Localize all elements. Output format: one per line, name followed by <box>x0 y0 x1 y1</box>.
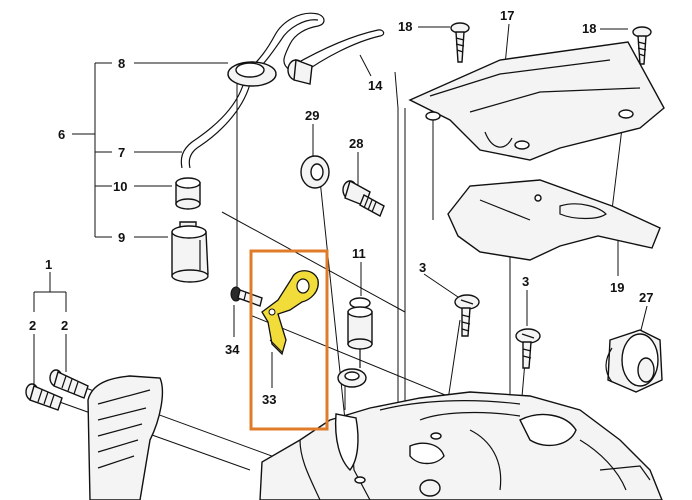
part-17-top-cover <box>408 41 665 161</box>
label-7: 7 <box>118 145 125 160</box>
part-3-screw-left <box>454 294 480 337</box>
label-2-left: 2 <box>29 318 36 333</box>
part-18-screw-left <box>450 22 470 63</box>
label-9: 9 <box>118 230 125 245</box>
main-crankcase-housing <box>259 391 663 500</box>
label-17: 17 <box>500 8 514 23</box>
label-19: 19 <box>610 280 624 295</box>
part-3-screw-right <box>515 328 541 369</box>
part-34-screw <box>230 286 263 307</box>
grommet-below-part-11 <box>337 368 367 388</box>
part-2-screw-left <box>25 383 63 411</box>
label-3-right: 3 <box>522 274 529 289</box>
part-10-sleeve <box>175 177 201 210</box>
label-2-right: 2 <box>61 318 68 333</box>
part-11-cap <box>347 297 373 368</box>
part-29-washer <box>300 155 330 189</box>
label-27: 27 <box>639 290 653 305</box>
callout-labels: 1 2 2 3 3 6 7 8 9 10 11 14 17 18 18 19 2… <box>29 8 653 407</box>
label-29: 29 <box>305 108 319 123</box>
part-18-screw-right <box>632 26 652 65</box>
label-10: 10 <box>113 179 127 194</box>
label-28: 28 <box>349 136 363 151</box>
label-18-right: 18 <box>582 21 596 36</box>
label-8: 8 <box>118 56 125 71</box>
part-27-rubber-buffer <box>605 329 663 393</box>
part-28-screw <box>342 179 385 217</box>
label-33: 33 <box>262 392 276 407</box>
rear-handle-housing <box>87 375 164 500</box>
label-18-left: 18 <box>398 19 412 34</box>
label-14: 14 <box>368 78 383 93</box>
label-34: 34 <box>225 342 240 357</box>
part-2-screw-right <box>49 369 89 399</box>
label-11: 11 <box>352 246 366 261</box>
part-33-bracket-highlighted <box>261 270 319 356</box>
label-6: 6 <box>58 127 65 142</box>
part-19-heat-shield <box>447 179 661 261</box>
label-3-left: 3 <box>419 260 426 275</box>
part-8-grommet <box>227 59 313 87</box>
highlight-frame-part-33 <box>249 249 329 431</box>
part-9-fuel-filter <box>171 221 209 283</box>
label-1: 1 <box>45 257 52 272</box>
